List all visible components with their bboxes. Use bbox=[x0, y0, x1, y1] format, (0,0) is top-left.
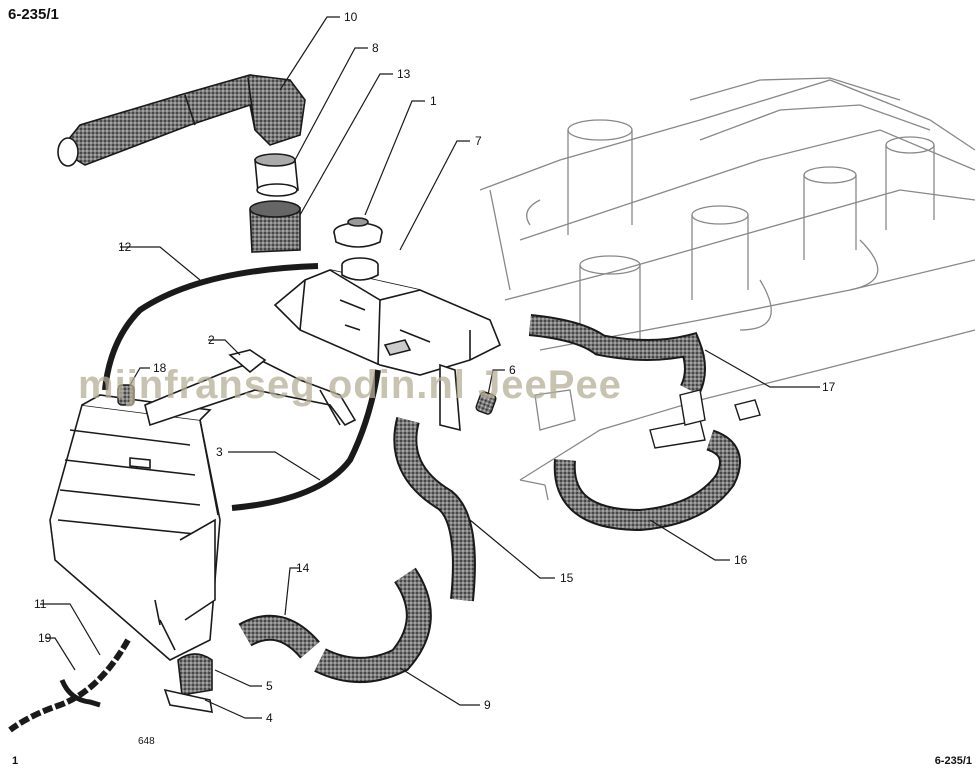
filler-cap bbox=[333, 217, 383, 248]
callout-6: 6 bbox=[509, 363, 516, 377]
support-bracket bbox=[144, 349, 357, 427]
callout-19: 19 bbox=[38, 631, 52, 645]
callout-17: 17 bbox=[822, 380, 836, 394]
callout-9: 9 bbox=[484, 698, 491, 712]
mounting-block bbox=[163, 653, 213, 713]
tee-fitting bbox=[649, 389, 761, 449]
leader-lines bbox=[40, 16, 820, 719]
callout-7: 7 bbox=[475, 134, 482, 148]
callout-15: 15 bbox=[560, 571, 574, 585]
callout-18: 18 bbox=[153, 361, 167, 375]
callout-2: 2 bbox=[208, 333, 215, 347]
rubber-bush bbox=[117, 384, 497, 415]
upper-hose bbox=[57, 74, 306, 167]
watermark: mijnfranseg odin.nl JeePee bbox=[78, 363, 622, 407]
overflow-pipe bbox=[8, 638, 131, 733]
figure-number: 648 bbox=[138, 736, 155, 747]
return-pipe bbox=[231, 369, 381, 511]
callout-14: 14 bbox=[296, 561, 310, 575]
radiator bbox=[49, 394, 221, 661]
callout-10: 10 bbox=[344, 10, 358, 24]
callout-4: 4 bbox=[266, 711, 273, 725]
page-code: 6-235/1 bbox=[8, 6, 59, 23]
callout-16: 16 bbox=[734, 553, 748, 567]
page-code-footer: 6-235/1 bbox=[934, 755, 972, 767]
expansion-tank bbox=[273, 257, 502, 432]
pipe-clip bbox=[59, 678, 101, 708]
callout-labels: 10 8 13 1 7 12 2 18 6 17 3 15 16 14 11 1… bbox=[34, 10, 836, 725]
page-number: 1 bbox=[12, 755, 19, 767]
callout-1: 1 bbox=[430, 94, 437, 108]
bleed-pipe bbox=[102, 263, 319, 391]
clamp bbox=[249, 200, 301, 253]
callout-12: 12 bbox=[118, 240, 132, 254]
callout-5: 5 bbox=[266, 679, 273, 693]
callout-13: 13 bbox=[397, 67, 411, 81]
callout-8: 8 bbox=[372, 41, 379, 55]
callout-11: 11 bbox=[34, 597, 47, 611]
adapter bbox=[254, 153, 299, 197]
callout-3: 3 bbox=[216, 445, 223, 459]
